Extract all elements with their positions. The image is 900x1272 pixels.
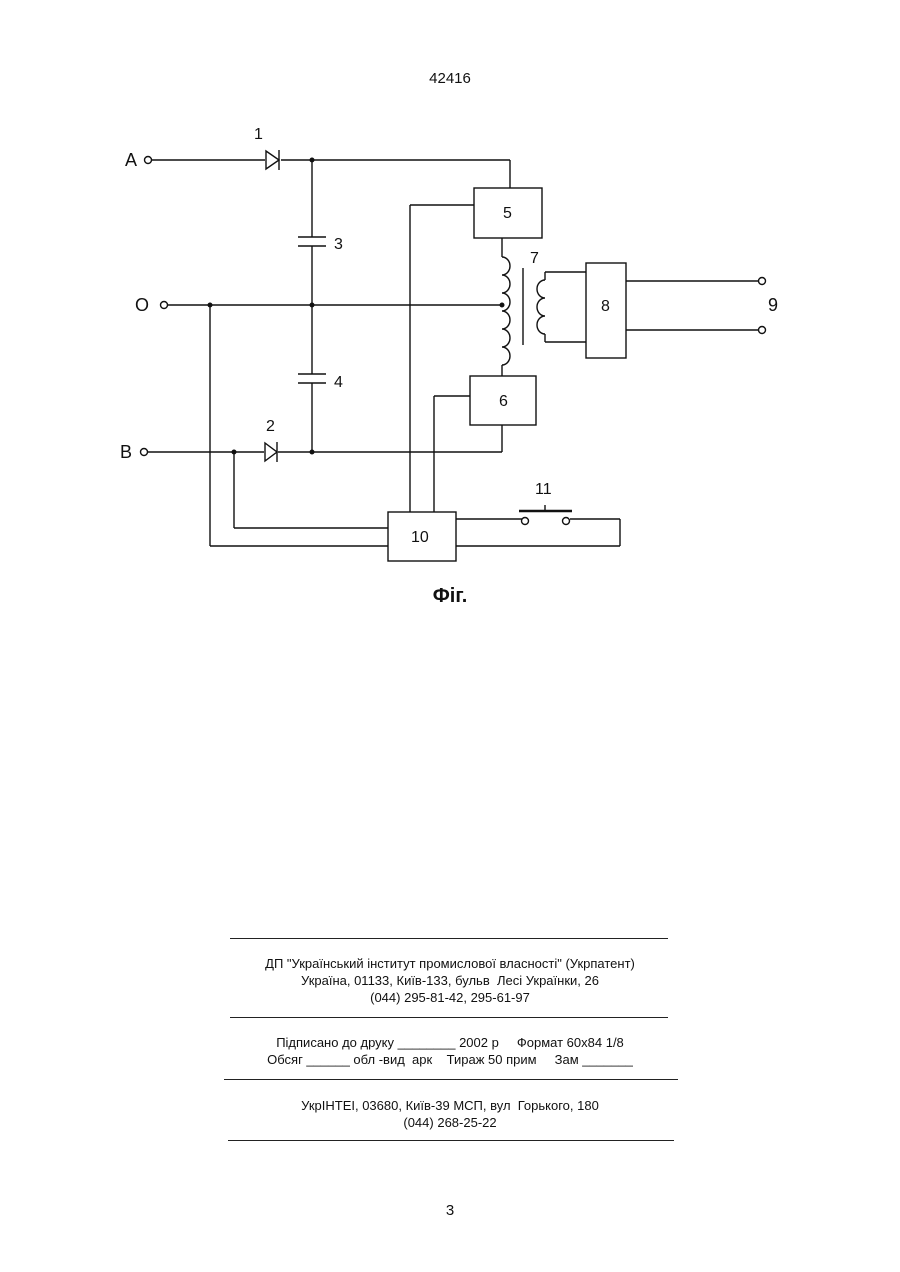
print-info-line: Обсяг ______ обл -вид арк Тираж 50 прим … bbox=[0, 1051, 900, 1068]
capacitor-4 bbox=[298, 374, 326, 383]
publisher-phone: (044) 295-81-42, 295-61-97 bbox=[0, 989, 900, 1006]
junction-dot bbox=[208, 303, 213, 308]
printer-address: УкрІНТЕІ, 03680, Київ-39 МСП, вул Горько… bbox=[0, 1097, 900, 1114]
printer-phone: (044) 268-25-22 bbox=[0, 1114, 900, 1131]
divider bbox=[230, 1017, 668, 1018]
terminal-o-label: O bbox=[135, 295, 149, 315]
transformer-7-label: 7 bbox=[530, 250, 539, 267]
diode-1-label: 1 bbox=[254, 126, 263, 143]
junction-dot bbox=[310, 450, 315, 455]
transformer-primary-coil bbox=[502, 257, 510, 365]
capacitor-3 bbox=[298, 237, 326, 246]
terminal-a-contact bbox=[145, 157, 152, 164]
junction-dot bbox=[310, 158, 315, 163]
terminal-a-label: A bbox=[125, 150, 137, 170]
figure-caption: Фіг. bbox=[0, 585, 900, 608]
capacitor-3-label: 3 bbox=[334, 236, 343, 253]
page-number: 3 bbox=[0, 1202, 900, 1219]
switch-11 bbox=[519, 505, 572, 525]
divider bbox=[230, 938, 668, 939]
diode-2 bbox=[265, 442, 277, 462]
junction-dot bbox=[310, 303, 315, 308]
diode-2-label: 2 bbox=[266, 418, 275, 435]
publisher-line: ДП "Український інститут промислової вла… bbox=[0, 955, 900, 972]
transformer-secondary-coil bbox=[537, 280, 545, 334]
diode-1 bbox=[266, 150, 279, 170]
terminal-o-contact bbox=[161, 302, 168, 309]
junction-dot bbox=[232, 450, 237, 455]
print-info-line: Підписано до друку ________ 2002 р Форма… bbox=[0, 1034, 900, 1051]
output-9-bottom-contact bbox=[759, 327, 766, 334]
block-10-label: 10 bbox=[411, 529, 429, 546]
block-6-label: 6 bbox=[499, 393, 508, 410]
divider bbox=[228, 1140, 674, 1141]
output-9-label: 9 bbox=[768, 295, 778, 315]
divider bbox=[224, 1079, 678, 1080]
circuit-diagram: A O B 9 1 2 3 4 5 6 7 8 10 11 bbox=[0, 0, 900, 620]
capacitor-4-label: 4 bbox=[334, 374, 343, 391]
output-9-top-contact bbox=[759, 278, 766, 285]
terminal-b-contact bbox=[141, 449, 148, 456]
publisher-address: Україна, 01133, Київ-133, бульв Лесі Укр… bbox=[0, 972, 900, 989]
junction-dot bbox=[500, 303, 505, 308]
terminal-b-label: B bbox=[120, 442, 132, 462]
block-5-label: 5 bbox=[503, 205, 512, 222]
switch-11-label: 11 bbox=[535, 481, 552, 498]
block-8-label: 8 bbox=[601, 298, 610, 315]
